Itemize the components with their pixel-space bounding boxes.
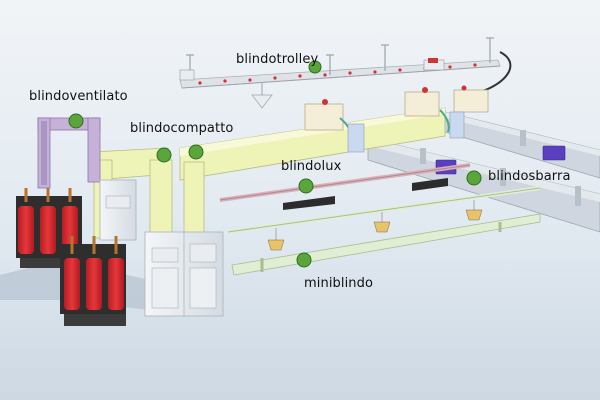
blindoventilato-duct bbox=[37, 117, 101, 189]
label-blindotrolley: blindotrolley bbox=[236, 52, 319, 67]
transformers bbox=[16, 188, 126, 326]
switchboard-cabinets bbox=[99, 179, 224, 317]
marker-blindoventilato bbox=[68, 113, 84, 129]
label-blindolux: blindolux bbox=[281, 159, 342, 174]
label-markers bbox=[68, 60, 482, 268]
marker-blindolux bbox=[298, 178, 314, 194]
label-blindosbarra: blindosbarra bbox=[488, 169, 571, 184]
marker-blindocompatto-a bbox=[156, 147, 172, 163]
marker-blindocompatto-b bbox=[188, 144, 204, 160]
label-miniblindo: miniblindo bbox=[304, 276, 374, 291]
blindosbarra-busway bbox=[367, 111, 600, 233]
marker-blindosbarra bbox=[466, 170, 482, 186]
blindocompatto-duct bbox=[91, 85, 489, 243]
marker-miniblindo bbox=[296, 252, 312, 268]
label-blindocompatto: blindocompatto bbox=[130, 121, 234, 136]
blindotrolley-rail bbox=[179, 37, 512, 109]
label-blindoventilato: blindoventilato bbox=[29, 89, 128, 104]
blindolux-rails bbox=[219, 163, 541, 251]
marker-blindotrolley bbox=[308, 60, 322, 74]
